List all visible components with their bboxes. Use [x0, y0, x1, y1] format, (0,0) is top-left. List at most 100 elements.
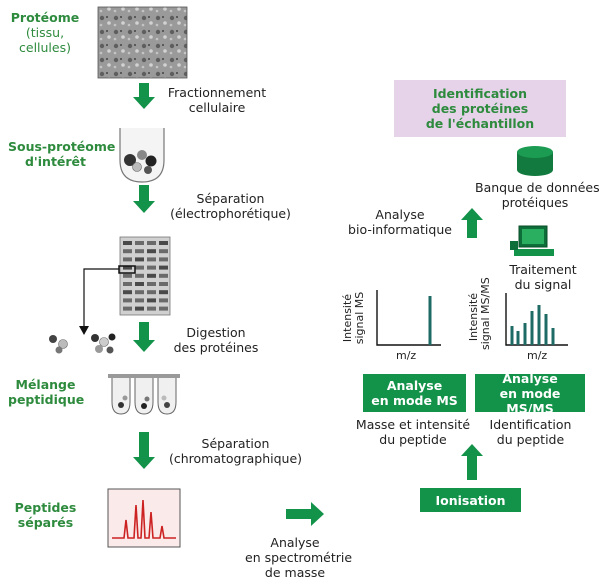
gel-band — [147, 265, 156, 270]
step-digestion-line1: Digestion — [186, 325, 246, 340]
msms-plot-xlabel: m/z — [527, 349, 548, 362]
msms-ylabel-line2: signal MS/MS — [479, 277, 492, 350]
arrow-up-ionisation — [461, 444, 483, 480]
gel-band — [123, 282, 132, 286]
arrow-up-identification — [461, 208, 483, 238]
step-fractionnement-line2: cellulaire — [188, 100, 246, 115]
gel-band — [147, 298, 156, 303]
gel-band — [123, 290, 132, 295]
database-icon — [517, 146, 553, 176]
msms-plot-ylabel: Intensité signal MS/MS — [467, 277, 492, 350]
arrow-down-3 — [133, 322, 155, 352]
step-separation-chromato-line1: Séparation — [201, 436, 270, 451]
masse-line2: du peptide — [379, 432, 447, 447]
masse-intensite-label: Masse et intensité du peptide — [348, 417, 478, 447]
banque-line1: Banque de données — [475, 180, 600, 195]
arrow-down-4 — [133, 432, 155, 469]
gel-band — [147, 257, 156, 262]
step-analyse-ms-line1: Analyse — [270, 535, 320, 550]
stage-melange-line1: Mélange — [15, 377, 76, 392]
gel-band — [135, 290, 144, 295]
gel-band — [159, 282, 168, 286]
left-flow-arrows — [133, 83, 155, 469]
gel-band — [123, 306, 132, 311]
step-digestion-line2: des protéines — [173, 340, 259, 355]
identification-line1: Identification — [432, 86, 528, 101]
gel-band — [147, 290, 156, 295]
traitement-line2: du signal — [514, 277, 572, 292]
tube-rack-icon — [108, 374, 180, 415]
gel-band — [123, 298, 132, 303]
gel-band — [123, 241, 132, 245]
step-separation-electro-line2: (électrophorétique) — [170, 206, 291, 221]
step-fractionnement-line1: Fractionnement — [167, 85, 267, 100]
stage-peptides-line1: Peptides — [14, 500, 77, 515]
stage-sous-proteome-line2: d'intérêt — [24, 154, 87, 169]
step-separation-electro: Séparation (électrophorétique) — [168, 191, 293, 221]
gel-band — [147, 249, 156, 254]
gel-band — [123, 273, 132, 278]
gel-band — [135, 257, 144, 262]
right-flow-arrows — [461, 208, 483, 480]
test-tube-icon — [119, 128, 165, 183]
traitement-line1: Traitement — [509, 262, 577, 277]
identification-peptide-label: Identification du peptide — [478, 417, 583, 447]
gel-band — [147, 282, 156, 286]
banque-donnees-label: Banque de données protéiques — [475, 180, 600, 210]
gel-band — [135, 306, 144, 311]
stage-melange-line2: peptidique — [8, 392, 85, 407]
stage-proteome: Protéome (tissu, cellules) — [10, 10, 80, 55]
identification-proteines-box: Identification des protéines de l'échant… — [394, 80, 566, 137]
step-analyse-ms: Analyse en spectrométrie de masse — [245, 535, 352, 580]
stage-sous-proteome: Sous-protéome d'intérêt — [8, 139, 116, 169]
step-separation-chromato: Séparation (chromatographique) — [168, 436, 303, 466]
ms-box-line2: en mode MS — [371, 393, 458, 408]
ms-plot-ylabel: Intensité signal MS — [341, 290, 366, 346]
gel-band — [135, 241, 144, 245]
digestion-connector — [83, 268, 119, 328]
gel-band — [159, 273, 168, 278]
gel-band — [159, 257, 168, 262]
identification-line3: de l'échantillon — [425, 116, 535, 131]
gel-band — [147, 241, 156, 245]
computer-icon — [510, 225, 554, 256]
analyse-mode-ms-box: Analyse en mode MS — [363, 374, 466, 412]
gel-band — [159, 265, 168, 270]
gel-band — [135, 249, 144, 254]
identification-line2: des protéines — [431, 101, 529, 116]
ionisation-box: Ionisation — [420, 488, 521, 512]
stage-peptides-line2: séparés — [17, 515, 74, 530]
step-analyse-ms-line3: de masse — [264, 565, 326, 580]
ident-peptide-line2: du peptide — [496, 432, 565, 447]
stage-proteome-sub1: (tissu, — [25, 25, 65, 40]
tissue-image — [97, 6, 188, 79]
stage-proteome-title: Protéome — [10, 10, 80, 25]
gel-band — [159, 249, 168, 254]
ms-ylabel-line2: signal MS — [353, 291, 366, 345]
traitement-signal-label: Traitement du signal — [498, 262, 588, 292]
gel-band — [147, 273, 156, 278]
step-digestion: Digestion des protéines — [166, 325, 266, 355]
msms-box-line1: Analyse — [502, 370, 558, 386]
ms-plot-xlabel: m/z — [396, 349, 417, 362]
gel-band — [123, 265, 132, 270]
gel-band — [159, 241, 168, 245]
gel-band — [135, 282, 144, 286]
stage-peptides: Peptides séparés — [8, 500, 83, 530]
msms-box-line2: en mode MS/MS — [499, 385, 561, 416]
stage-sous-proteome-line1: Sous-protéome — [8, 139, 116, 154]
gel-band — [123, 257, 132, 262]
arrow-right-ms — [286, 502, 324, 526]
gel-band — [135, 273, 144, 278]
masse-line1: Masse et intensité — [355, 417, 471, 432]
gel-band — [123, 249, 132, 254]
analyse-bio-line2: bio-informatique — [348, 222, 452, 237]
peptide-fragments-icon — [49, 333, 116, 354]
banque-line2: protéiques — [501, 195, 569, 210]
arrow-down-1 — [133, 83, 155, 109]
gel-band — [159, 298, 168, 303]
step-separation-electro-line1: Séparation — [196, 191, 265, 206]
gel-bands — [123, 241, 168, 311]
